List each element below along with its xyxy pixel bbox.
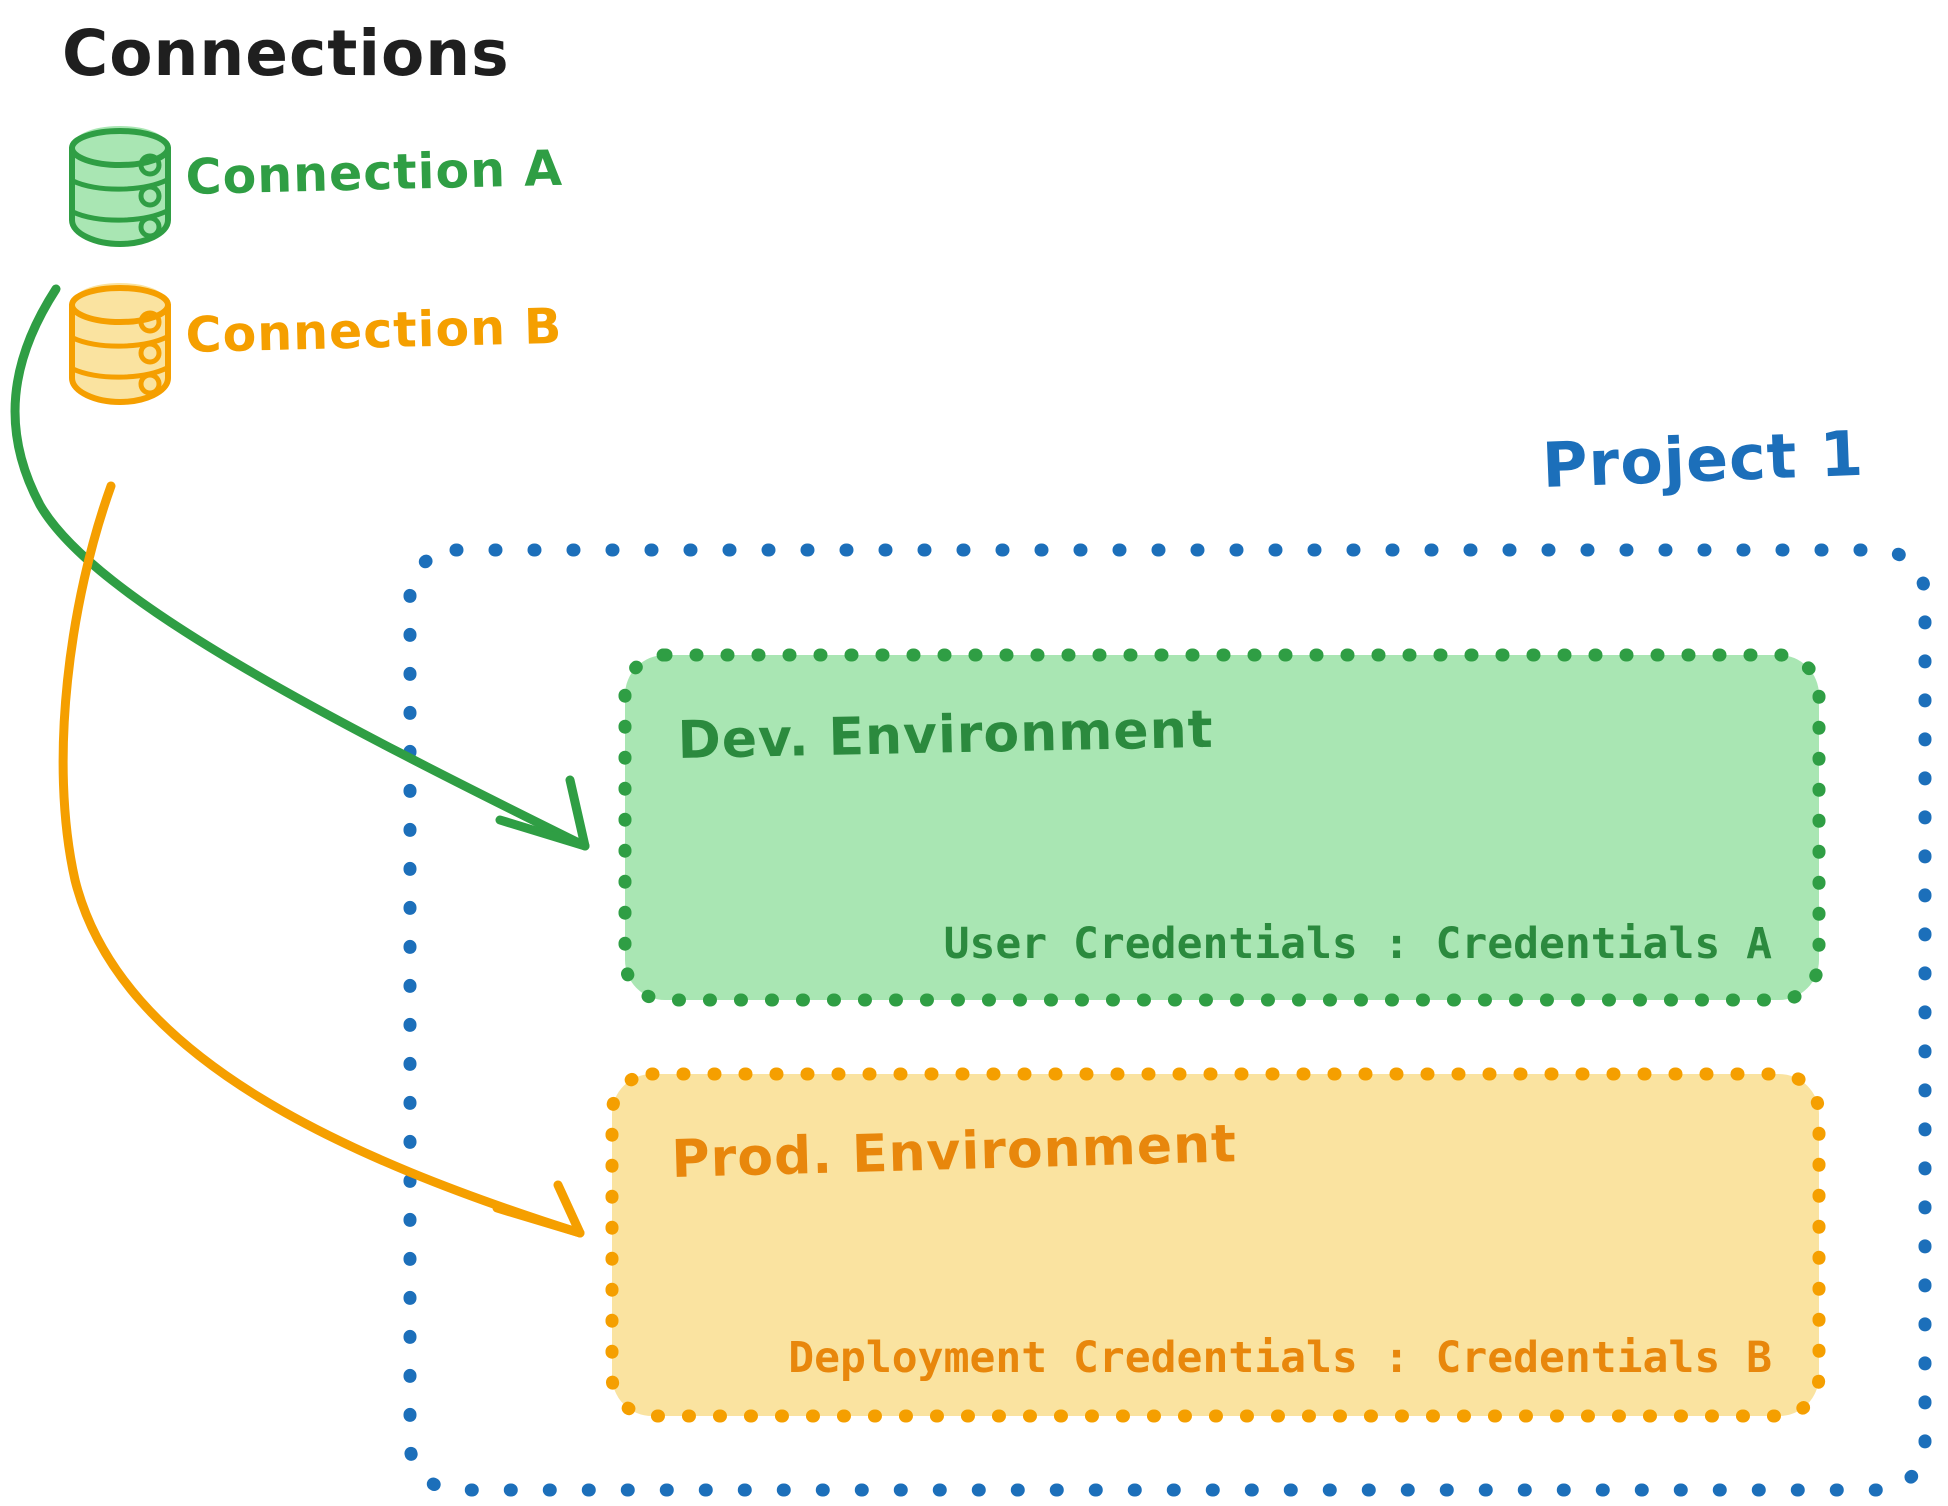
- dev-environment-border: [618, 648, 1826, 1007]
- prod-environment-credentials: Deployment Credentials : Credentials B: [788, 1333, 1772, 1383]
- project-container[interactable]: Project 1: [403, 417, 1932, 1497]
- arrow-connection-b-to-prod: [58, 481, 585, 1238]
- database-cylinder-icon: [69, 283, 171, 406]
- connection-b-row[interactable]: Connection B: [69, 283, 563, 406]
- dev-environment-box[interactable]: Dev. Environment User Credentials : Cred…: [618, 648, 1826, 1007]
- database-cylinder-icon: [69, 126, 171, 248]
- arrowhead-green: [495, 775, 590, 851]
- page-title: Connections: [62, 17, 510, 90]
- project-label: Project 1: [1541, 417, 1866, 502]
- connection-b-label: Connection B: [185, 298, 563, 364]
- connection-a-label: Connection A: [185, 140, 564, 206]
- project-border: [403, 543, 1932, 1497]
- arrow-connection-a-to-dev: [10, 284, 590, 851]
- prod-environment-box[interactable]: Prod. Environment Deployment Credentials…: [605, 1067, 1826, 1423]
- dev-environment-credentials: User Credentials : Credentials A: [944, 919, 1773, 969]
- connection-a-row[interactable]: Connection A: [69, 126, 564, 248]
- dev-environment-title: Dev. Environment: [677, 700, 1214, 771]
- prod-environment-fill: [612, 1074, 1819, 1416]
- dev-environment-fill: [625, 655, 1819, 1000]
- prod-environment-border: [605, 1067, 1826, 1423]
- arrowhead-orange: [492, 1180, 585, 1238]
